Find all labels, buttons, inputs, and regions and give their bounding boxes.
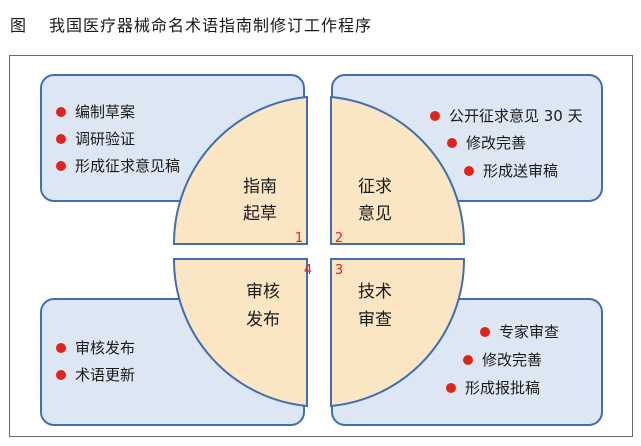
list-item: 形成送审稿: [464, 157, 558, 184]
figure-title: 图 我国医疗器械命名术语指南制修订工作程序: [10, 12, 372, 36]
list-item: 审核发布: [56, 334, 135, 361]
quadrant-3-label-line2: 审查: [358, 310, 392, 330]
list-item: 形成征求意见稿: [56, 152, 180, 179]
list-item: 术语更新: [56, 361, 135, 388]
step-1-list: 编制草案 调研验证 形成征求意见稿: [56, 98, 180, 179]
step-4-list: 审核发布 术语更新: [56, 334, 135, 388]
list-item: 形成报批稿: [446, 374, 540, 401]
quadrant-4-label-line2: 发布: [246, 310, 280, 330]
list-item: 公开征求意见 30 天: [430, 102, 583, 129]
bullet-icon: [56, 133, 66, 144]
list-item: 修改完善: [447, 129, 526, 156]
list-item: 专家审查: [480, 318, 559, 345]
list-item: 编制草案: [56, 98, 180, 125]
bullet-icon: [446, 382, 456, 393]
quadrant-1-label-line2: 起草: [243, 204, 277, 224]
quadrant-1: [172, 95, 308, 245]
quadrant-2: [330, 95, 466, 245]
step-number-2: 2: [335, 231, 343, 246]
list-item: 修改完善: [463, 346, 542, 373]
figure-label: 图: [10, 16, 28, 35]
quadrant-1-label-line1: 指南: [243, 177, 277, 197]
step-number-3: 3: [335, 263, 343, 278]
step-number-1: 1: [295, 231, 303, 246]
bullet-icon: [56, 160, 66, 171]
list-item: 调研验证: [56, 125, 180, 152]
step-number-4: 4: [304, 263, 312, 278]
bullet-icon: [56, 106, 66, 117]
figure-title-text: 我国医疗器械命名术语指南制修订工作程序: [49, 16, 373, 35]
quadrant-3-label-line1: 技术: [358, 282, 392, 302]
quadrant-2-label-line2: 意见: [358, 204, 392, 224]
bullet-icon: [463, 354, 473, 365]
bullet-icon: [430, 110, 440, 121]
quadrant-4-label-line1: 审核: [246, 282, 280, 302]
bullet-icon: [56, 369, 66, 380]
quadrant-3: [330, 258, 466, 408]
bullet-icon: [56, 342, 66, 353]
figure-frame: [9, 55, 633, 437]
bullet-icon: [480, 326, 490, 337]
quadrant-2-label-line1: 征求: [358, 177, 392, 197]
bullet-icon: [447, 137, 457, 148]
quadrant-4: [172, 258, 308, 408]
bullet-icon: [464, 165, 474, 176]
